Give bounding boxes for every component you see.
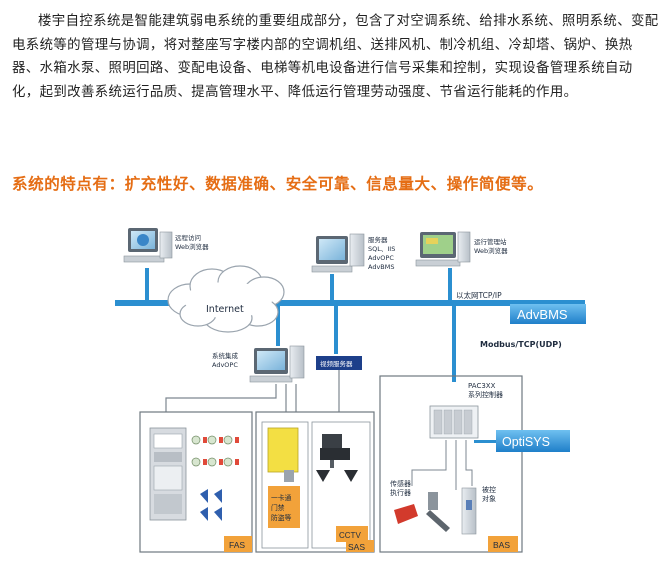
sensor-label-1: 传感器 [390, 479, 411, 488]
video-server-box: 视频服务器 [316, 356, 362, 370]
integration-links [165, 370, 340, 412]
remote-browser-pc [123, 228, 173, 263]
intro-paragraph: 楼宇自控系统是智能建筑弱电系统的重要组成部分，包含了对空调系统、给排水系统、照明… [12, 14, 659, 100]
internet-cloud: Internet [167, 265, 285, 333]
cctv-label: CCTV [339, 531, 361, 540]
access-label-1: 一卡通 [271, 493, 292, 502]
optisys-label: OptiSYS [502, 435, 550, 449]
pac-label-2: 系列控制器 [468, 390, 503, 399]
internet-label: Internet [206, 304, 244, 315]
controlled-label-2: 对象 [482, 494, 496, 503]
integration-label-1: 系统集成 [212, 351, 239, 360]
ethernet-label: 以太网TCP/IP [456, 290, 502, 300]
advbms-label: AdvBMS [517, 307, 568, 322]
server-pc [311, 233, 365, 273]
controlled-label-1: 被控 [482, 485, 496, 494]
sensor-label-2: 执行器 [390, 488, 411, 497]
server-label-4: AdvBMS [368, 263, 395, 271]
integration-label-2: AdvOPC [212, 361, 238, 369]
pac-label-1: PAC3XX [468, 382, 496, 390]
sas-label: SAS [348, 542, 365, 552]
features-heading: 系统的特点有：扩充性好、数据准确、安全可靠、信息量大、操作简便等。 [12, 175, 544, 193]
server-label-3: AdvOPC [368, 254, 394, 262]
access-label-2: 门禁 [271, 503, 285, 512]
integration-pc [249, 345, 305, 383]
operator-station-label-1: 运行管理站 [474, 237, 507, 246]
bas-label: BAS [493, 540, 510, 550]
ethernet-bus [115, 268, 585, 443]
remote-browser-label-1: 远程访问 [175, 233, 201, 242]
operator-station-label-2: Web浏览器 [474, 246, 508, 255]
advbms-banner: AdvBMS [510, 304, 586, 324]
server-label-2: SQL、IIS [368, 245, 395, 253]
fas-label: FAS [229, 540, 245, 550]
server-label-1: 服务器 [368, 235, 388, 244]
access-label-3: 防盗等 [271, 513, 292, 522]
modbus-label: Modbus/TCP(UDP) [480, 340, 562, 349]
bas-panel: PAC3XX 系列控制器 OptiSYS 传感器 执行器 被控 对象 BAS [379, 375, 570, 553]
video-server-label: 视频服务器 [320, 359, 353, 368]
fas-panel: FAS [139, 411, 253, 553]
sas-panel: 一卡通 门禁 防盗等 CCTV SAS [255, 411, 375, 553]
operator-station-pc [415, 231, 471, 267]
remote-browser-label-2: Web浏览器 [175, 242, 209, 251]
